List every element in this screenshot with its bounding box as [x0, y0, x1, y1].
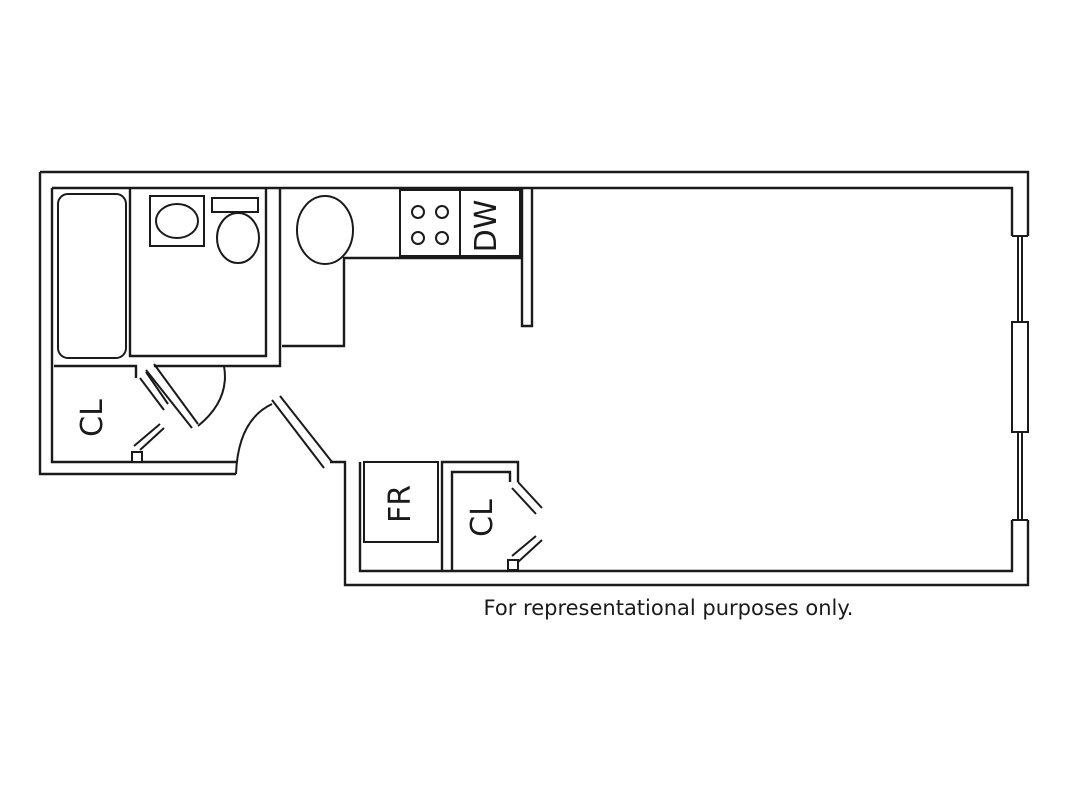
- bathtub-icon: [57, 193, 127, 359]
- window: [1011, 235, 1029, 521]
- kitchen: DW: [282, 188, 534, 348]
- closet-bath: CL: [75, 371, 169, 463]
- stove-icon: [399, 189, 461, 257]
- kitchen-sink-icon: [296, 195, 354, 265]
- bathroom: [54, 188, 282, 378]
- closet-entry: CL: [440, 460, 543, 571]
- toilet-tank-icon: [211, 197, 259, 213]
- bathroom-door: [145, 363, 226, 429]
- closet-bath-label: CL: [75, 399, 110, 437]
- toilet-icon: [216, 212, 260, 264]
- fridge-icon: [363, 461, 439, 543]
- dishwasher-icon: [459, 189, 521, 257]
- outer-walls: [38, 170, 1030, 587]
- closet-entry-label: CL: [465, 499, 500, 537]
- dishwasher-label: DW: [469, 200, 504, 253]
- entry-door: [235, 395, 333, 475]
- fridge-label: FR: [383, 485, 418, 523]
- fridge: FR: [363, 461, 439, 543]
- disclaimer-caption: For representational purposes only.: [483, 596, 854, 620]
